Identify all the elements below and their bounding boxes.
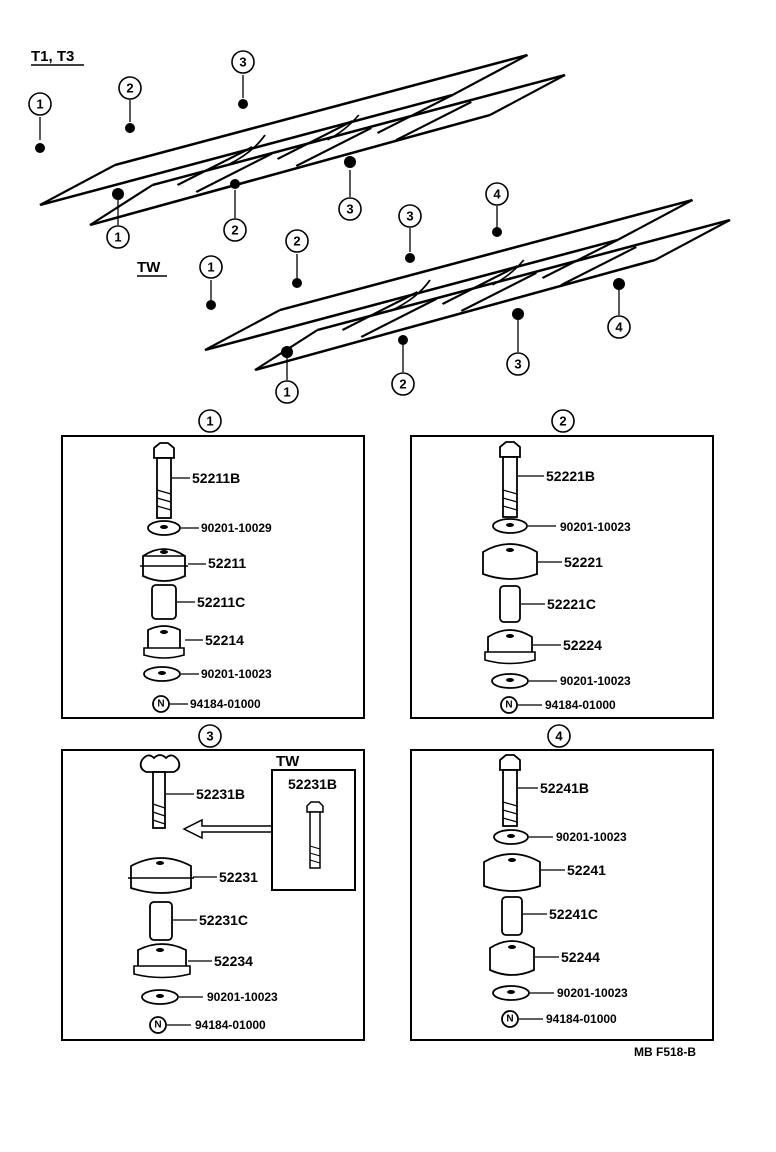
svg-text:2: 2 (126, 81, 133, 96)
part-90201-10029: 90201-10029 (201, 521, 272, 535)
part-94184-01000-p3: 94184-01000 (195, 1018, 266, 1032)
part-90201-10023-p1: 90201-10023 (201, 667, 272, 681)
part-94184-01000-p4: 94184-01000 (546, 1012, 617, 1026)
inset-part-52231b: 52231B (288, 776, 337, 792)
cushion-52234 (137, 943, 187, 969)
svg-text:N: N (506, 1014, 513, 1025)
part-52214: 52214 (205, 632, 244, 648)
inset-label-tw: TW (276, 753, 300, 770)
svg-text:2: 2 (399, 377, 406, 392)
part-90201-10023-p2a: 90201-10023 (560, 520, 631, 534)
svg-text:2: 2 (559, 414, 566, 429)
part-90201-10023-p2b: 90201-10023 (560, 674, 631, 688)
cushion-52231 (130, 857, 192, 894)
callout-1-tw-top: 1 (199, 255, 223, 300)
svg-text:2: 2 (293, 234, 300, 249)
part-52244: 52244 (561, 949, 600, 965)
callout-3-tw-bottom: 3 (506, 318, 530, 376)
svg-text:3: 3 (406, 209, 413, 224)
svg-text:1: 1 (114, 230, 121, 245)
svg-text:4: 4 (493, 187, 501, 202)
part-90201-10023-p4a: 90201-10023 (556, 830, 627, 844)
bolt-52211b (153, 442, 175, 459)
callout-2-tw-top: 2 (285, 229, 309, 278)
part-52241c: 52241C (549, 906, 598, 922)
panel-4: 52241B 90201-10023 52241 52241C 52244 90… (410, 749, 714, 1041)
callout-3-bottom-right: 3 (338, 170, 362, 221)
part-52241b: 52241B (540, 780, 589, 796)
collar-52221c (499, 585, 521, 623)
part-52221b: 52221B (546, 468, 595, 484)
reference-code: MB F518-B (634, 1045, 696, 1059)
part-52241: 52241 (567, 862, 606, 878)
svg-text:N: N (505, 700, 512, 711)
panel-number-4: 4 (547, 724, 571, 748)
collar-52231c (149, 901, 173, 941)
callout-1-bottom-left: 1 (106, 200, 130, 249)
svg-text:3: 3 (346, 202, 353, 217)
panel-number-3: 3 (198, 724, 222, 748)
part-52211b: 52211B (192, 470, 240, 486)
bolt-52231b (139, 754, 181, 773)
cushion-52221 (482, 543, 538, 580)
callout-2-tw-bottom: 2 (391, 344, 415, 396)
part-52231: 52231 (219, 869, 258, 885)
callout-4-tw-bottom: 4 (607, 290, 631, 339)
cushion-52244 (489, 940, 535, 976)
panel-number-2: 2 (551, 409, 575, 433)
panel-2: 52221B 90201-10023 52221 52221C 52224 90… (410, 435, 714, 719)
callout-1-top-left: 1 (28, 92, 52, 140)
part-52211c: 52211C (197, 594, 245, 610)
frame-illustration-tw (203, 198, 732, 372)
svg-text:4: 4 (555, 729, 563, 744)
callout-4-tw-top: 4 (485, 182, 509, 228)
cushion-52224 (487, 629, 533, 654)
panel-1: 52211B 90201-10029 52211 52211C 52214 90… (61, 435, 365, 719)
svg-text:1: 1 (206, 414, 213, 429)
replacement-arrow-icon (182, 818, 272, 840)
collar-52241c (501, 896, 523, 936)
part-52231b: 52231B (196, 786, 245, 802)
callout-1-tw-bottom: 1 (275, 356, 299, 404)
callout-2-top-left: 2 (118, 76, 142, 122)
svg-text:1: 1 (36, 97, 43, 112)
part-90201-10023-p4b: 90201-10023 (557, 986, 628, 1000)
svg-text:1: 1 (207, 260, 214, 275)
svg-text:N: N (154, 1020, 161, 1031)
svg-text:3: 3 (239, 55, 246, 70)
bolt-52241b (499, 754, 521, 771)
collar-52211c (151, 584, 177, 620)
svg-text:2: 2 (231, 223, 238, 238)
callout-3-tw-top: 3 (398, 204, 422, 252)
svg-text:N: N (157, 699, 164, 710)
part-94184-01000-p1: 94184-01000 (190, 697, 261, 711)
callout-2-bottom-center: 2 (223, 190, 247, 242)
cushion-52211 (142, 548, 186, 582)
part-52211: 52211 (208, 555, 246, 571)
nut-icon (152, 695, 170, 713)
svg-text:4: 4 (615, 320, 623, 335)
bolt-52221b (499, 441, 521, 458)
panel-number-1: 1 (198, 409, 222, 433)
nut-icon (500, 696, 518, 714)
part-52221: 52221 (564, 554, 603, 570)
variant-label-t1t3: T1, T3 (31, 48, 74, 65)
cushion-52241 (483, 853, 541, 892)
nut-icon (149, 1016, 167, 1034)
part-52231c: 52231C (199, 912, 248, 928)
svg-text:3: 3 (206, 729, 213, 744)
panel-3: 52231B TW 52231B 52231 52231C 52234 9020… (61, 749, 365, 1041)
part-52234: 52234 (214, 953, 253, 969)
svg-text:3: 3 (514, 357, 521, 372)
variant-label-tw: TW (137, 259, 161, 276)
callout-3-top-center: 3 (231, 50, 255, 98)
part-52221c: 52221C (547, 596, 596, 612)
svg-text:1: 1 (283, 385, 290, 400)
part-94184-01000-p2: 94184-01000 (545, 698, 616, 712)
nut-icon (501, 1010, 519, 1028)
part-52224: 52224 (563, 637, 602, 653)
part-90201-10023-p3: 90201-10023 (207, 990, 278, 1004)
